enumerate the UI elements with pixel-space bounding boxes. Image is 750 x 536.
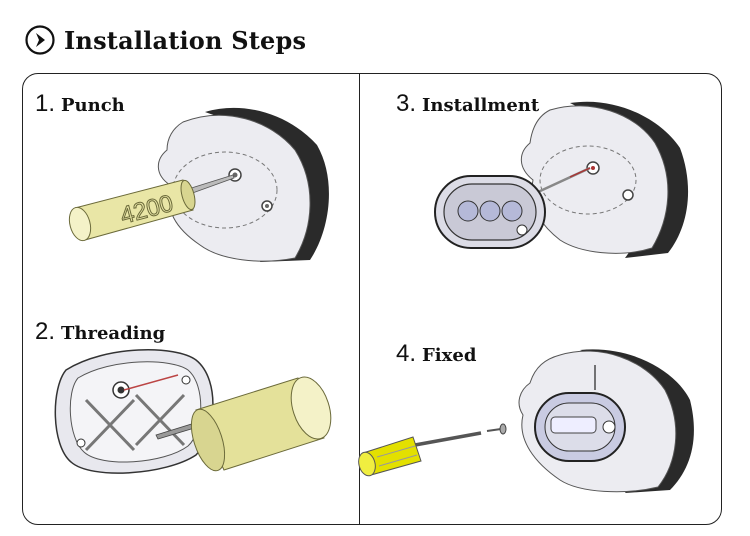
screwdriver bbox=[358, 431, 482, 477]
punch-tool: 4200 bbox=[68, 179, 196, 242]
threading-illustration bbox=[54, 349, 332, 474]
step-4-heading: 4. Fixed bbox=[396, 340, 476, 368]
circle-chevron-right-icon bbox=[25, 25, 55, 55]
step-2-heading: 2. Threading bbox=[35, 318, 165, 346]
oval-housing bbox=[434, 175, 546, 249]
panel-divider bbox=[359, 73, 360, 525]
installment-illustration bbox=[434, 101, 689, 259]
fixed-illustration bbox=[358, 349, 694, 493]
mounted-housing bbox=[534, 392, 626, 462]
step-label: Threading bbox=[61, 323, 166, 344]
backplate bbox=[54, 349, 214, 474]
step-1-heading: 1. Punch bbox=[35, 90, 125, 118]
step-label: Punch bbox=[61, 95, 125, 116]
step-label: Installment bbox=[422, 95, 540, 116]
step-number: 1. bbox=[35, 90, 56, 117]
step-number: 2. bbox=[35, 318, 56, 345]
punch-illustration: 4200 bbox=[68, 107, 329, 262]
step-label: Fixed bbox=[422, 345, 477, 366]
page-header: Installation Steps bbox=[24, 22, 306, 58]
step-3-heading: 3. Installment bbox=[396, 90, 539, 118]
page-title: Installation Steps bbox=[64, 25, 307, 55]
threading-tool bbox=[190, 376, 332, 472]
step-number: 4. bbox=[396, 340, 417, 367]
step-number: 3. bbox=[396, 90, 417, 117]
